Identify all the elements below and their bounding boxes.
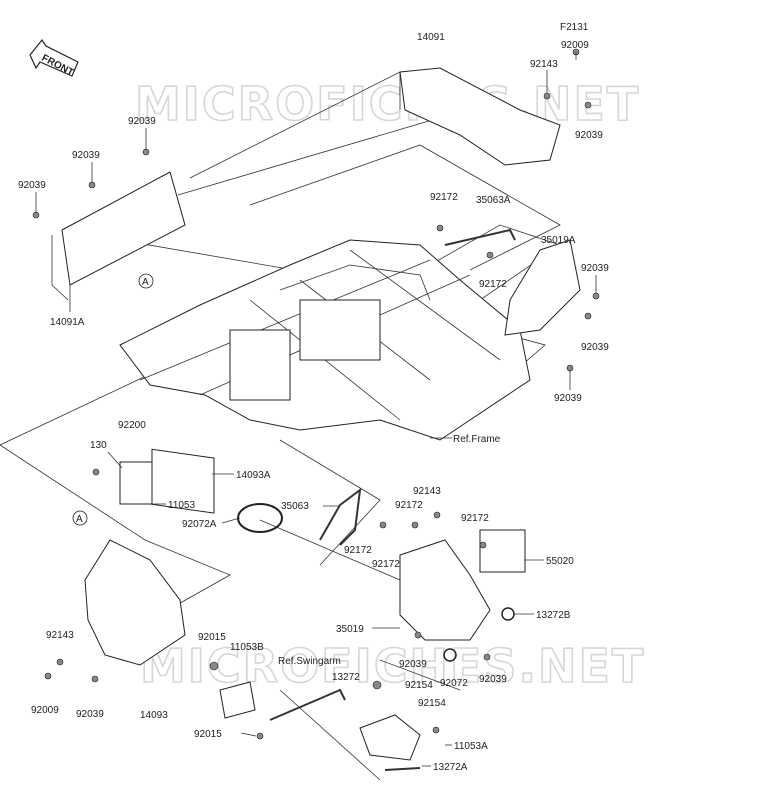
part-label: 13272A	[433, 762, 468, 773]
part-label: 92172	[344, 545, 372, 556]
part-label: 92143	[46, 630, 74, 641]
part-label: 92039	[581, 342, 609, 353]
part-label: 130	[90, 440, 107, 451]
ref-frame-label: Ref.Frame	[453, 434, 501, 445]
part-label: 92172	[372, 559, 400, 570]
part-label: 92154	[405, 680, 433, 691]
part-label: 92172	[430, 192, 458, 203]
part-label: 14091A	[50, 317, 85, 328]
part-label: 92039	[575, 130, 603, 141]
main-frame	[119, 239, 531, 441]
part-label: 92172	[395, 500, 423, 511]
callout-marker-a-top: A	[138, 273, 154, 289]
part-label: 92143	[413, 486, 441, 497]
part-11053A-bracket	[359, 714, 421, 761]
part-label: 13272	[332, 672, 360, 683]
part-label: 92039	[128, 116, 156, 127]
part-11053-bracket	[119, 461, 153, 505]
ref-swingarm-label: Ref.Swingarm	[278, 656, 341, 667]
part-label: 92009	[31, 705, 59, 716]
part-label: 14091	[417, 32, 445, 43]
part-14091-guard	[399, 67, 561, 166]
front-arrow-icon: FRONT	[29, 38, 79, 79]
part-35019A-guard	[504, 239, 581, 336]
part-label: 92172	[479, 279, 507, 290]
part-label: 92039	[554, 393, 582, 404]
part-label: 92015	[198, 632, 226, 643]
part-label: 14093A	[236, 470, 271, 481]
part-11053B-bracket	[219, 681, 256, 719]
part-label: 92039	[479, 674, 507, 685]
part-13272-bar	[269, 688, 346, 721]
label-leaders	[35, 52, 597, 767]
part-14091A-panel	[61, 171, 186, 286]
diagram-code: F2131	[560, 22, 589, 33]
part-label: 92072A	[182, 519, 217, 530]
part-labels: 92009 92143 14091 92039 92039 92039 9203…	[18, 32, 609, 773]
part-label: 92015	[194, 729, 222, 740]
part-55020	[479, 529, 526, 573]
part-label: 35019A	[541, 235, 576, 246]
watermark-top: MICROFICHES.NET	[135, 77, 640, 131]
part-label: 92072	[440, 678, 468, 689]
part-label: 11053A	[454, 741, 488, 752]
part-35063-bracket	[319, 487, 362, 546]
part-label: 55020	[546, 556, 574, 567]
part-label: 92200	[118, 420, 146, 431]
part-label: 35063A	[476, 195, 511, 206]
part-label: 11053	[168, 500, 196, 511]
part-label: 92154	[418, 698, 446, 709]
svg-text:A: A	[142, 277, 149, 288]
part-label: 11053B	[230, 642, 264, 653]
watermark-bottom: MICROFICHES.NET	[140, 639, 645, 693]
part-92072A-clamp	[237, 503, 283, 533]
part-label: 35019	[336, 624, 364, 635]
part-13272A-strap	[384, 767, 421, 771]
part-label: 92039	[399, 659, 427, 670]
part-label: 13272B	[536, 610, 571, 621]
part-label: 14093	[140, 710, 168, 721]
part-35063A-bracket	[444, 228, 516, 246]
callout-marker-a-bottom: A	[72, 510, 88, 526]
part-label: 35063	[281, 501, 309, 512]
part-label: 92172	[461, 513, 489, 524]
part-label: 92143	[530, 59, 558, 70]
part-label: 92039	[581, 263, 609, 274]
part-label: 92009	[561, 40, 589, 51]
part-35019-guard	[399, 539, 491, 641]
part-label: 92039	[18, 180, 46, 191]
svg-text:A: A	[76, 514, 83, 525]
part-14093-guard	[84, 539, 186, 666]
part-label: 92039	[76, 709, 104, 720]
part-label: 92039	[72, 150, 100, 161]
